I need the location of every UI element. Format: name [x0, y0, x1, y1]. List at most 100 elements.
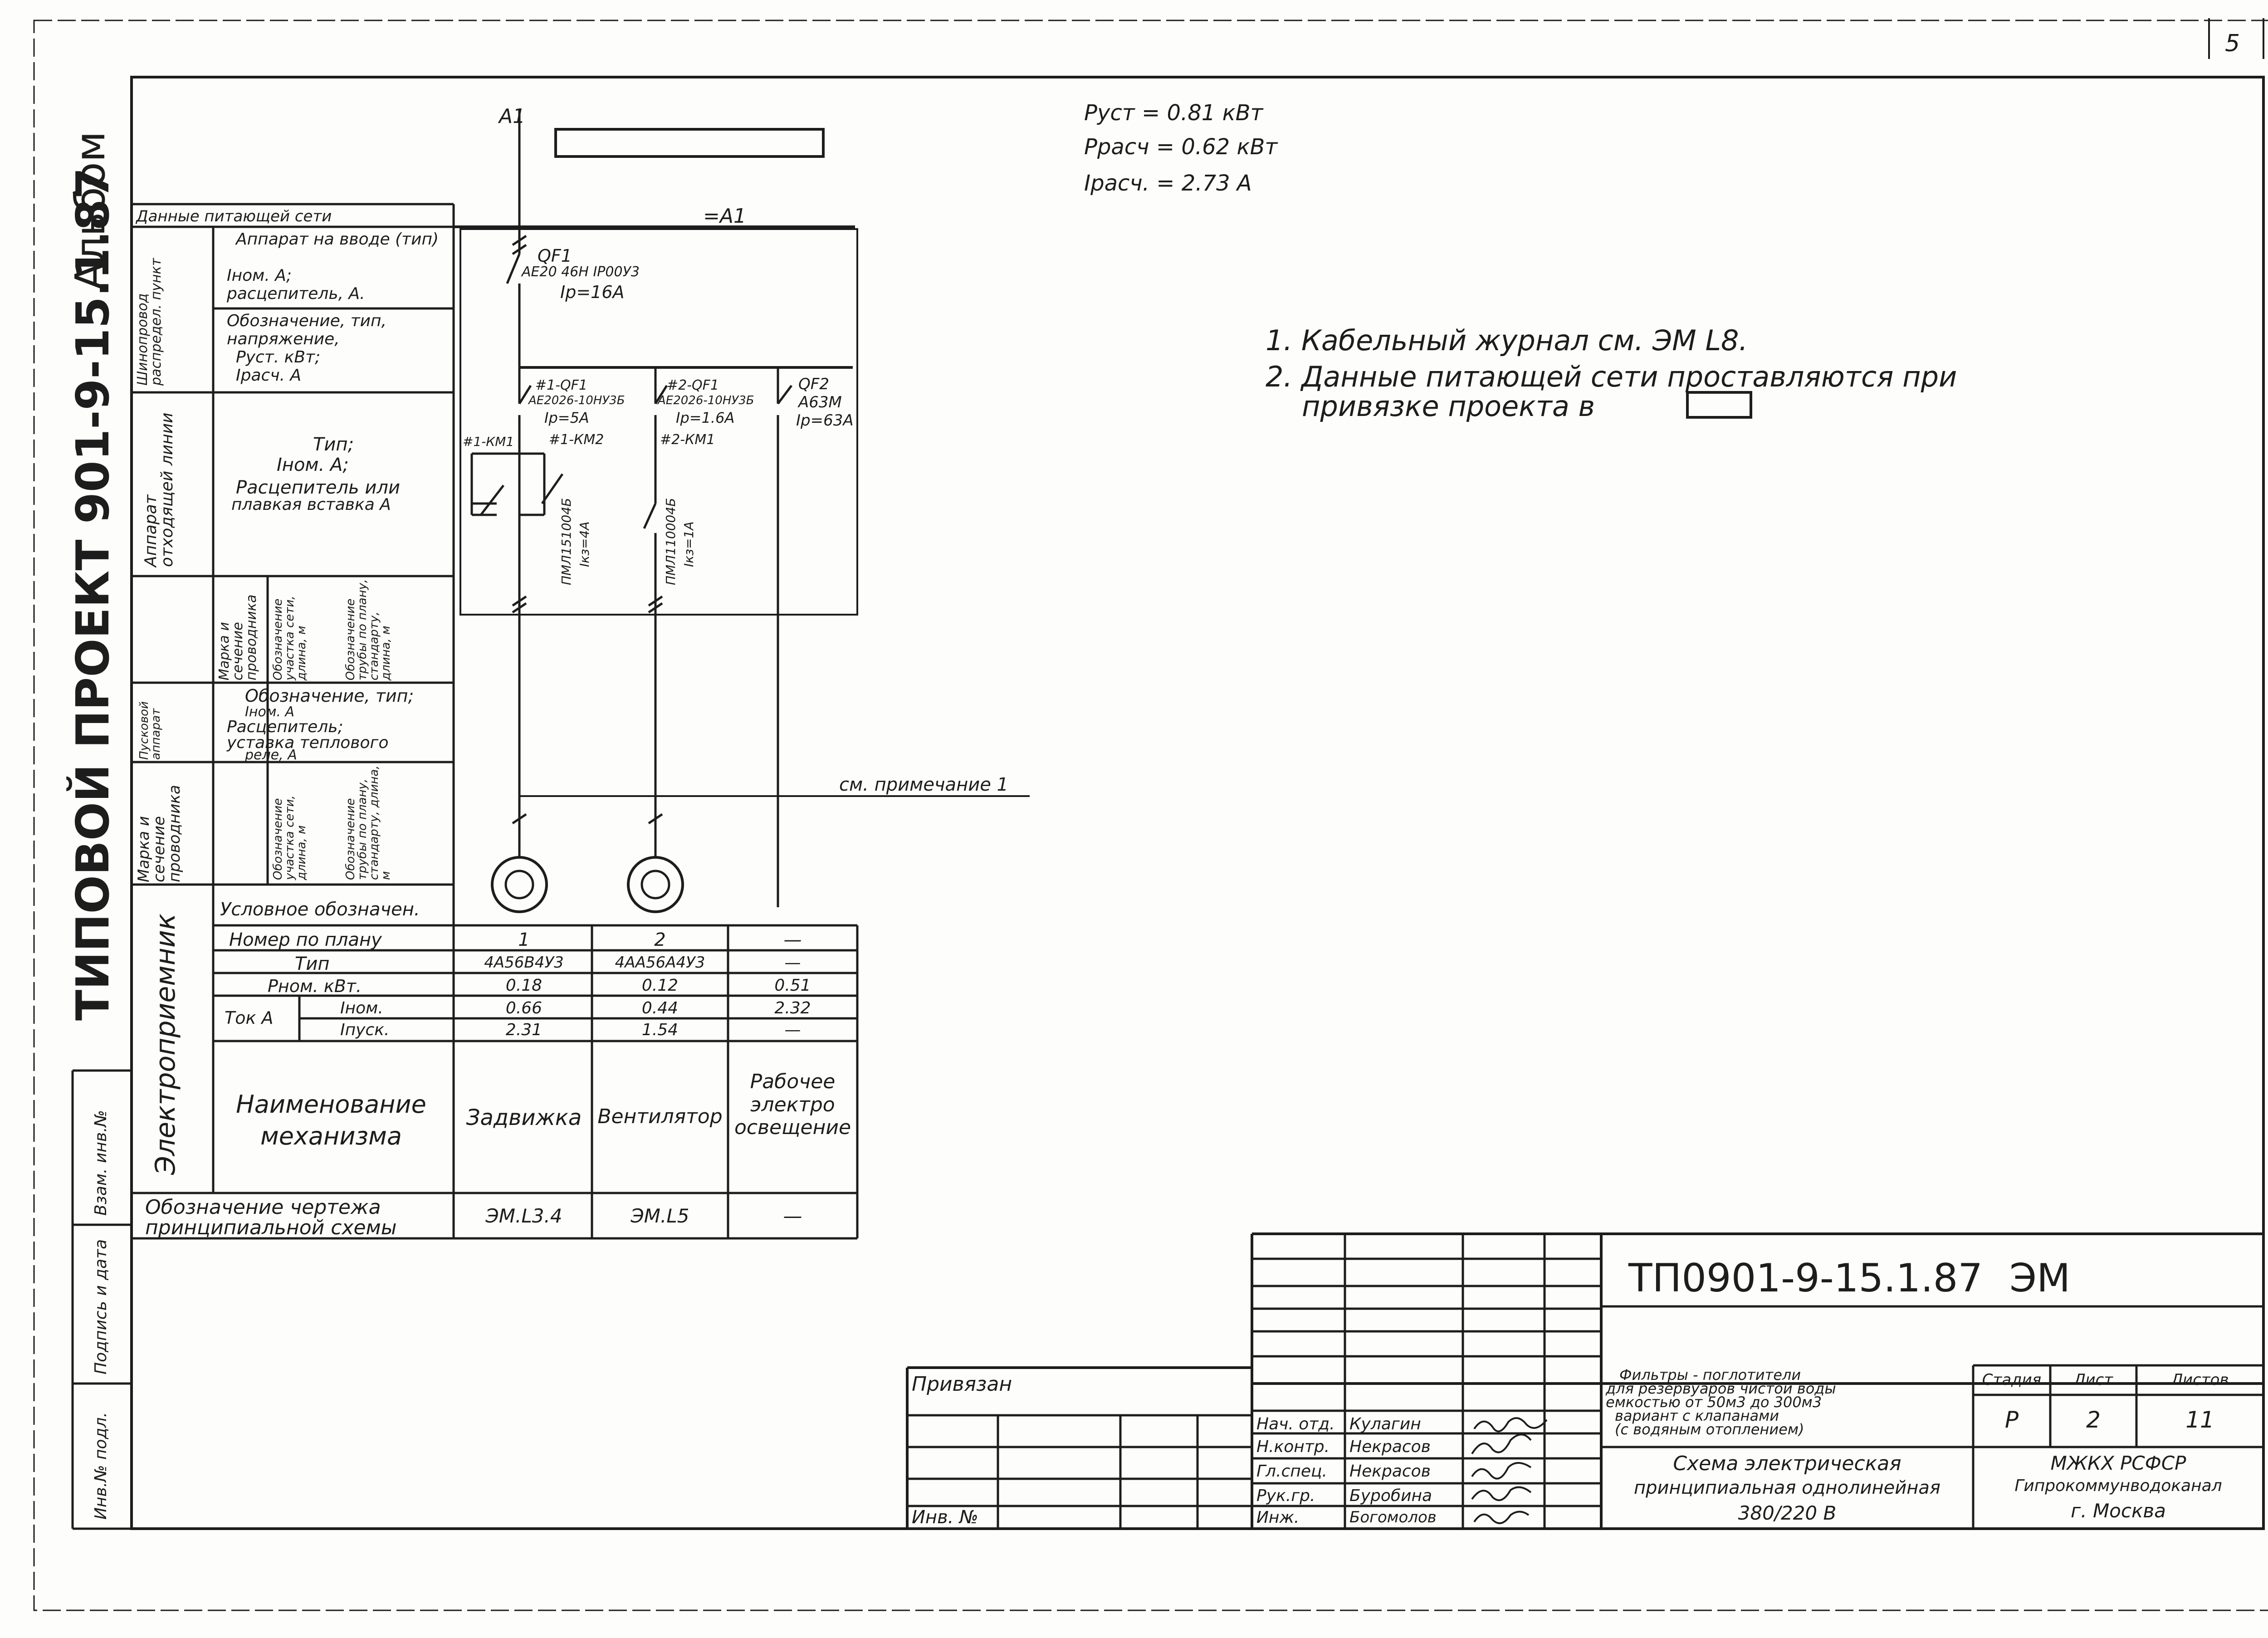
motor-1-symbol — [491, 856, 548, 913]
role-1: Нач. отд. — [1256, 1415, 1335, 1433]
drawing-section: ЭМ — [2009, 1256, 2071, 1301]
row-5-item-1: Обозначение, тип; — [245, 686, 414, 706]
org-line-1: МЖКХ РСФСР — [2050, 1452, 2186, 1474]
col-1-drawing: ЭМ.L3.4 — [485, 1205, 562, 1227]
name-5: Богомолов — [1349, 1508, 1437, 1526]
col-1-number: 1 — [518, 929, 530, 950]
symbol-label: Условное обозначен. — [220, 899, 420, 920]
qf-2-type: АЕ2026-10НУ3Б — [658, 394, 754, 407]
sheet-header: Лист — [2073, 1371, 2113, 1389]
col-2-drawing: ЭМ.L5 — [631, 1205, 689, 1227]
col-1-istart: 2.31 — [505, 1021, 543, 1039]
org-line-2: Гипрокоммунводоканал — [2014, 1477, 2222, 1495]
distribution-board-frame — [459, 228, 858, 616]
col-1-type: 4А56В4У3 — [484, 953, 564, 972]
row-power-label: Рном. кВт. — [268, 976, 362, 996]
qf1-label: QF1 — [538, 246, 572, 266]
a1-top-box — [554, 128, 825, 158]
row-mechanism-label: Наименование механизма — [236, 1090, 426, 1151]
col-2-type: 4АА56А4У3 — [615, 953, 705, 972]
note-project-box — [1686, 391, 1752, 419]
motor-2-symbol — [627, 856, 684, 913]
object-line-1: Фильтры - поглотители — [1619, 1366, 1801, 1384]
qf-2-label: #2-QF1 — [667, 377, 719, 393]
drawing-label-1: Обозначение чертежа — [145, 1196, 381, 1219]
km-1-1-label: #1-КМ1 — [463, 434, 514, 449]
row-5-item-4: уставка теплового — [227, 733, 389, 752]
col-3-type: — — [784, 953, 801, 972]
name-2: Некрасов — [1349, 1438, 1431, 1456]
sheet-number: 5 — [2225, 30, 2240, 57]
col-3-drawing: — — [783, 1205, 802, 1227]
stage-value: Р — [2004, 1407, 2019, 1433]
name-3: Некрасов — [1349, 1462, 1431, 1481]
row-2-item-1: Обозначение, тип, — [227, 312, 387, 330]
p-rasch: Ррасч = 0.62 кВт — [1084, 134, 1278, 160]
title-line-3: 380/220 В — [1738, 1502, 1837, 1524]
row-2-item-3: Руст. кВт; — [236, 348, 321, 367]
row-3-item-1: Тип; — [313, 434, 354, 455]
inv-no-label: Инв. № — [912, 1507, 978, 1528]
col-1-name: Задвижка — [466, 1105, 582, 1130]
name-4: Буробина — [1349, 1486, 1432, 1505]
qf-1-ip: Iр=5А — [544, 409, 589, 426]
row-2-item-2: напряжение, — [227, 330, 340, 348]
col-3-number: — — [783, 929, 802, 950]
row-5-item-5: реле, А — [245, 747, 297, 763]
row-1-item-2: Iном. А; — [227, 266, 292, 285]
qf2-label: QF2 — [798, 375, 829, 393]
role-4: Рук.гр. — [1256, 1486, 1315, 1505]
row-1-item-1: Аппарат на вводе (тип) — [236, 230, 439, 249]
see-note-label: см. примечание 1 — [839, 774, 1008, 795]
row-2-item-4: Iрасч. А — [236, 366, 302, 385]
diagram-lines — [454, 109, 1030, 913]
role-2: Н.контр. — [1256, 1438, 1330, 1456]
km-2-1-label: #2-КМ1 — [660, 432, 715, 448]
row-1-item-3: расцепитель, А. — [227, 284, 365, 303]
qf2-ip: Iр=63А — [796, 411, 854, 430]
qf1-type: АЕ20 46Н IP00У3 — [522, 264, 640, 280]
row-5-item-2: Iном. А — [245, 704, 295, 720]
qf-2-ip: Iр=1.6А — [676, 409, 735, 426]
stage-header: Стадия — [1982, 1371, 2042, 1389]
qf2-type: А63М — [798, 393, 842, 411]
row-istart-label: Iпуск. — [340, 1021, 390, 1039]
col-2-istart: 1.54 — [641, 1021, 679, 1039]
drawing-code: ТП0901-9-15.1.87 — [1628, 1256, 1983, 1301]
row-3-item-3: Расцепитель или — [236, 477, 400, 498]
sheets-header: Листов — [2171, 1371, 2229, 1389]
sheet-value: 2 — [2086, 1407, 2101, 1433]
bus-a1-top-label: А1 — [499, 105, 526, 128]
col-3-power: 0.51 — [774, 976, 811, 995]
col-1-power: 0.18 — [505, 976, 543, 995]
col-3-name: Рабочее электро освещение — [734, 1070, 851, 1139]
title-line-2: принципиальная однолинейная — [1634, 1477, 1941, 1498]
object-line-3: емкостью от 50м3 до 300м3 — [1606, 1394, 1822, 1411]
col-1-inom: 0.66 — [505, 999, 543, 1017]
supply-network-header: Данные питающей сети — [136, 207, 332, 225]
note-2: 2. Данные питающей сети проставляются пр… — [1266, 360, 1957, 393]
title-block-grid — [906, 1232, 2263, 1529]
object-line-5: (с водяным отоплением) — [1615, 1421, 1804, 1438]
row-5-item-3: Расцепитель; — [227, 718, 343, 736]
qf-1-label: #1-QF1 — [535, 377, 588, 393]
row-inom-label: Iном. — [340, 999, 383, 1017]
col-2-name: Вентилятор — [597, 1105, 723, 1128]
qf-1-type: АЕ2026-10НУ3Б — [528, 394, 625, 407]
drawing-label-2: принципиальной схемы — [145, 1216, 397, 1239]
p-ust: Руст = 0.81 кВт — [1084, 100, 1263, 126]
row-number-label: Номер по плану — [229, 929, 382, 950]
role-3: Гл.спец. — [1256, 1462, 1327, 1481]
i-rasch: Iрасч. = 2.73 А — [1084, 171, 1252, 196]
note-1: 1. Кабельный журнал см. ЭМ L8. — [1266, 324, 1748, 357]
title-line-1: Схема электрическая — [1673, 1452, 1901, 1475]
row-type-label: Тип — [295, 953, 330, 974]
object-line-2: для резервуаров чистой воды — [1606, 1380, 1836, 1397]
row-3-item-2: Iном. А; — [277, 455, 349, 475]
outer-frame — [33, 20, 2268, 1611]
row-current-label: Ток А — [225, 1008, 274, 1028]
left-table-grid — [132, 203, 859, 1240]
sheets-value: 11 — [2185, 1407, 2214, 1433]
